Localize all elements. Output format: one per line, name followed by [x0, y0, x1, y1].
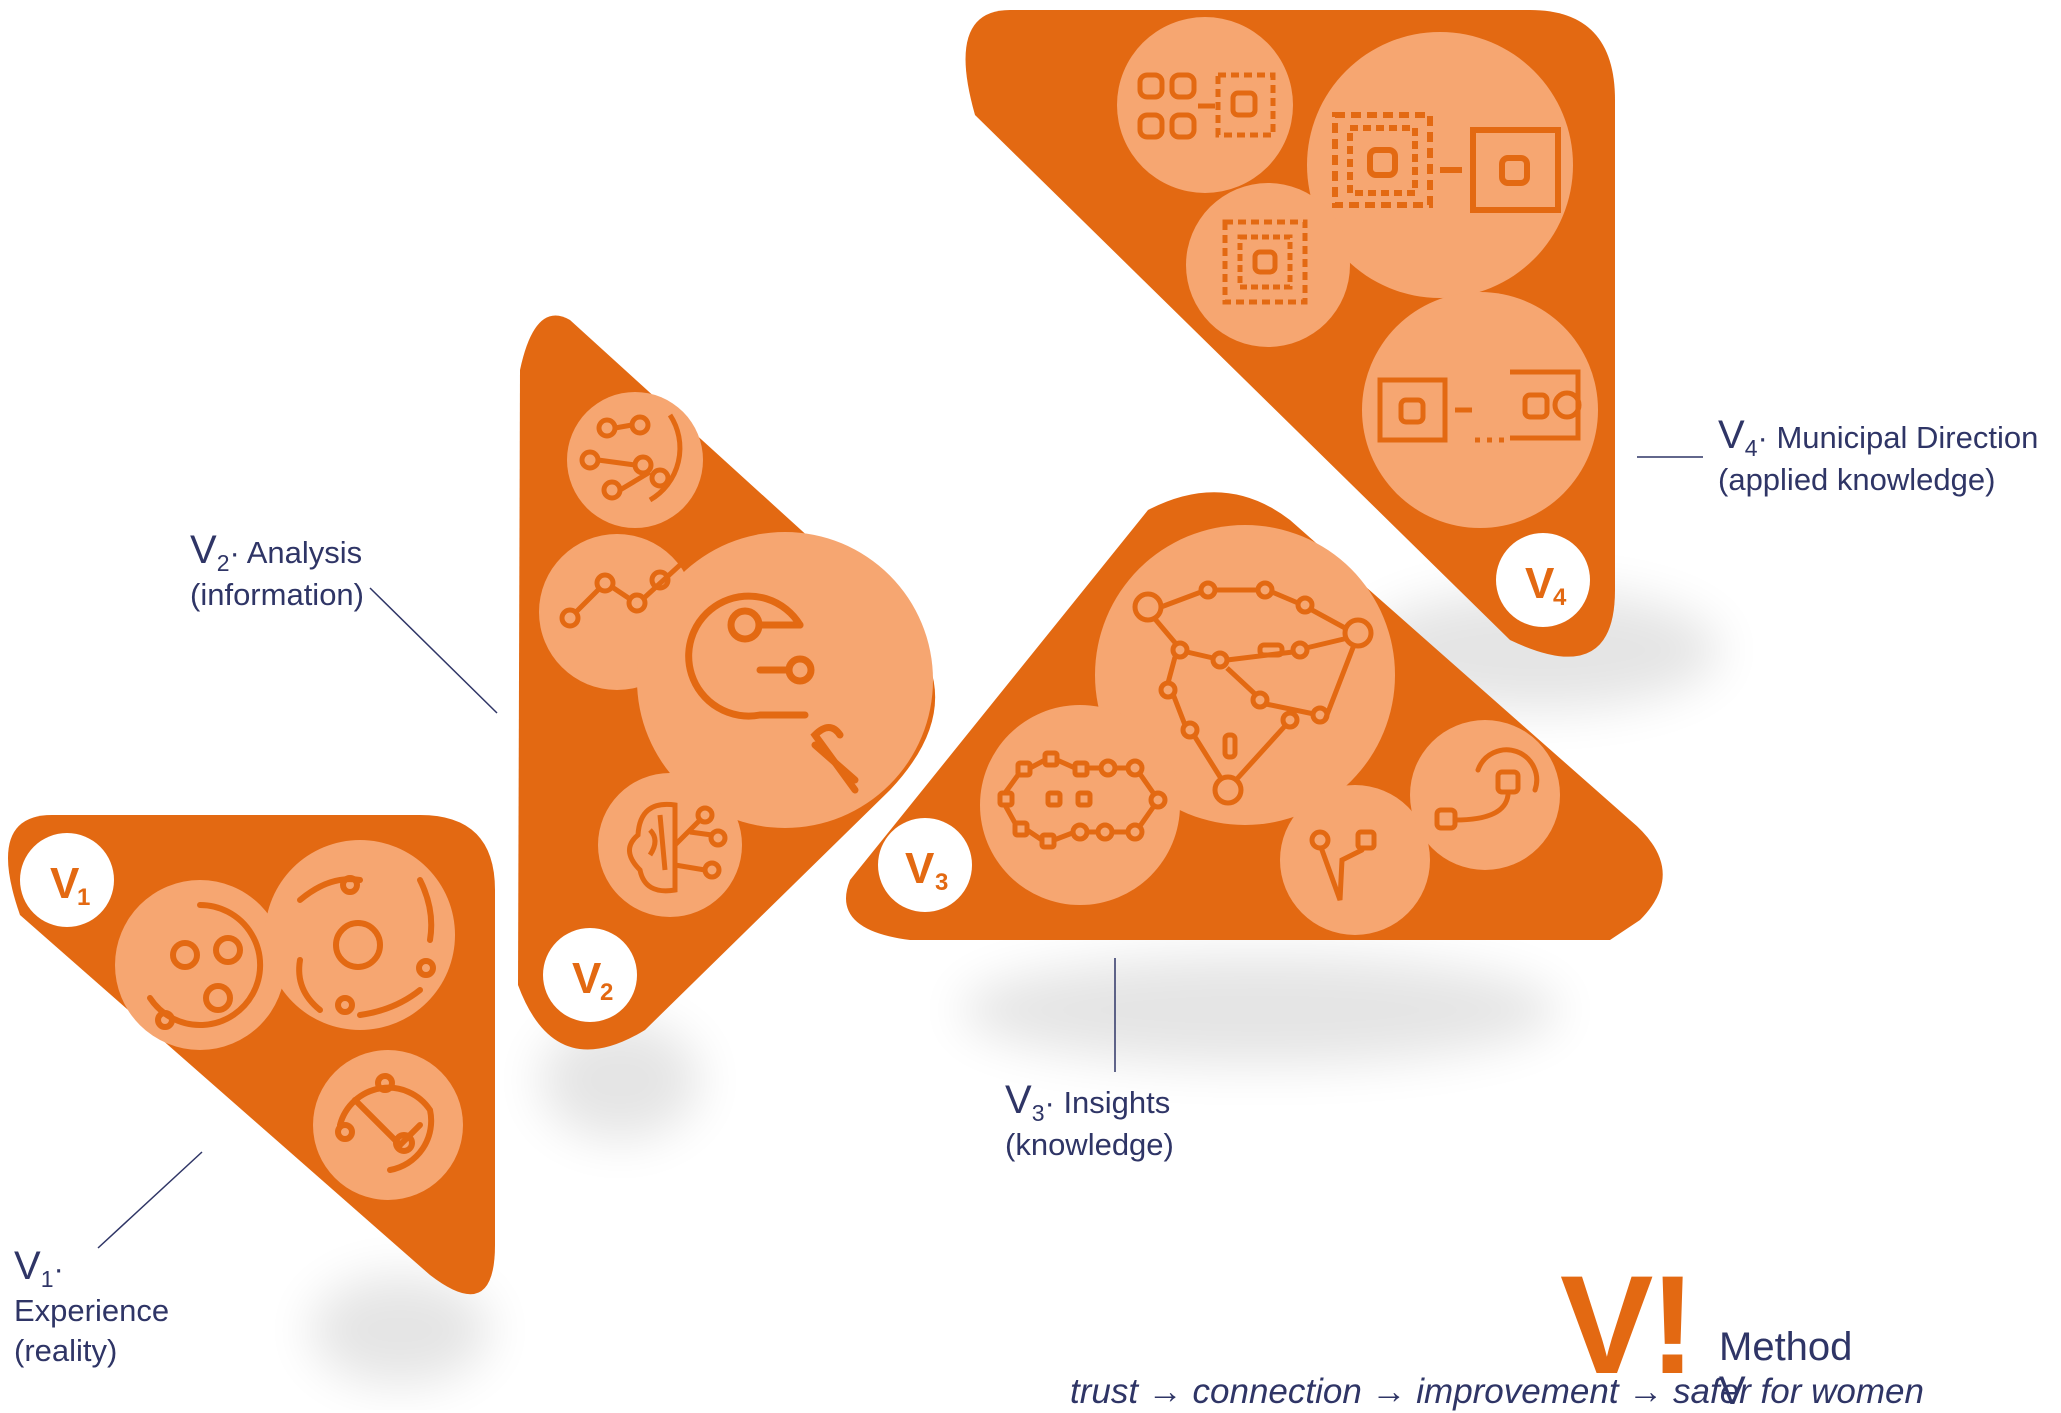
v4-icon-frames — [1332, 112, 1561, 213]
label-v4-name: Municipal Direction — [1776, 420, 2039, 455]
v3-badge — [878, 818, 972, 912]
v3-icon-target — [1434, 747, 1540, 831]
v4-badge-sub: 4 — [1553, 584, 1567, 611]
label-v1: V1· Experience (reality) — [14, 1246, 169, 1371]
logo-mark: V! — [1560, 1246, 1696, 1403]
label-v1-name: Experience — [14, 1293, 170, 1328]
leader-lines — [97, 456, 1703, 1249]
v4-icon-grid — [1137, 72, 1276, 140]
v1-icon-loop — [335, 1073, 435, 1173]
label-v2-detail: (information) — [190, 577, 364, 612]
label-v4-detail: (applied knowledge) — [1718, 462, 1996, 497]
v2-icon-brain — [627, 801, 728, 894]
v3-icon-network — [1132, 580, 1374, 806]
v1-icon-cycle — [296, 875, 436, 1018]
v2-icon-graph-small — [579, 413, 683, 503]
label-v2: V2· Analysis (information) — [190, 530, 364, 615]
v3-icon-fork — [1309, 829, 1377, 901]
v4-icon-nested — [1222, 219, 1308, 305]
v3-icon-chain — [997, 750, 1168, 850]
label-v3: V3· Insights (knowledge) — [1005, 1080, 1174, 1165]
v4-icon-sequence — [1377, 369, 1582, 443]
v2-badge — [543, 928, 637, 1022]
leader-v1 — [97, 1151, 203, 1249]
logo-name: Method V — [1719, 1325, 1853, 1413]
v2-badge-label: V — [572, 954, 602, 1003]
v3-tile: V 3 — [846, 492, 1663, 940]
v4-tile: V 4 — [965, 10, 1615, 657]
label-v2-name: Analysis — [246, 535, 363, 570]
v1-badge — [20, 833, 114, 927]
v2-tile: V 2 — [518, 315, 936, 1050]
label-v4: V4· Municipal Direction (applied knowled… — [1718, 415, 2038, 500]
label-v1-detail: (reality) — [14, 1333, 118, 1368]
v4-badge-label: V — [1525, 559, 1555, 608]
v4-badge — [1496, 533, 1590, 627]
v1-badge-label: V — [50, 859, 80, 908]
v1-badge-sub: 1 — [77, 884, 90, 911]
tagline: trust → connection → improvement → safer… — [1070, 1372, 1924, 1411]
v2-icon-line-graph — [559, 563, 682, 629]
leader-v2 — [369, 587, 498, 714]
v3-badge-label: V — [905, 844, 935, 893]
label-v3-detail: (knowledge) — [1005, 1127, 1174, 1162]
label-v3-name: Insights — [1063, 1085, 1171, 1120]
v3-badge-sub: 3 — [935, 869, 948, 896]
v1-tile: V 1 — [7, 815, 495, 1295]
v1-icon-ring — [147, 902, 264, 1030]
v2-badge-sub: 2 — [600, 979, 613, 1006]
v2-icon-magnifier — [685, 592, 859, 794]
